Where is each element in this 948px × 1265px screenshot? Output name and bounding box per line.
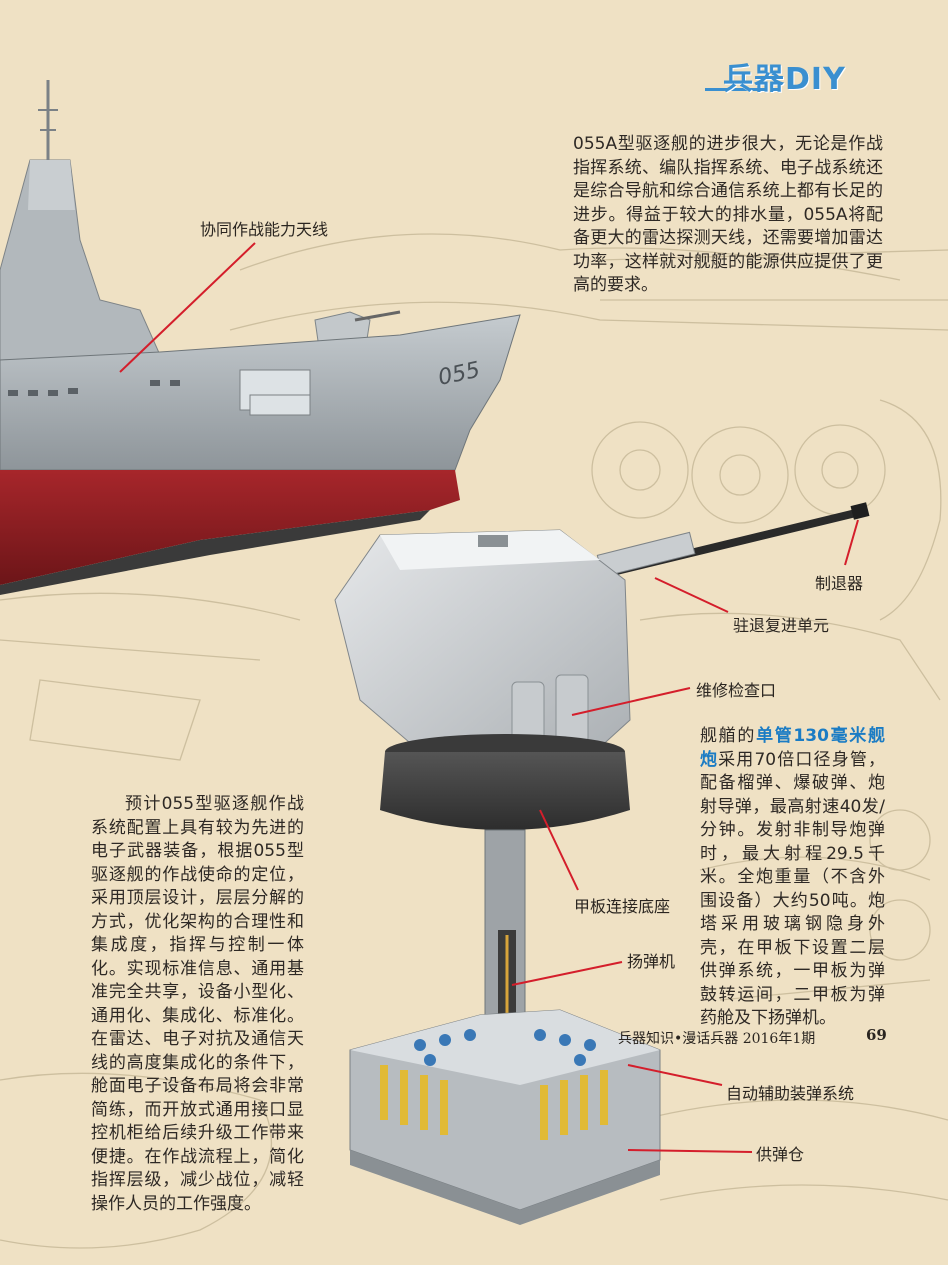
magazine-logo: 兵器DIY: [705, 52, 905, 97]
label-antenna: 协同作战能力天线: [200, 220, 329, 239]
label-deck-base: 甲板连接底座: [574, 897, 671, 916]
logo-underline: [705, 88, 765, 91]
label-autoloader: 自动辅助装弹系统: [726, 1084, 855, 1103]
gun-text-prefix: 舰艏的: [700, 726, 757, 746]
label-magazine: 供弹仓: [756, 1145, 805, 1164]
label-hatch: 维修检查口: [696, 681, 777, 700]
gun-turret-illustration: [334, 502, 870, 1225]
combat-system-paragraph: 预计055型驱逐舰作战系统配置上具有较为先进的电子武器装备，根据055型驱逐舰的…: [91, 794, 304, 1214]
logo-text: 兵器DIY: [723, 62, 846, 97]
destroyer-illustration: 055: [0, 80, 521, 595]
leader-lines: [119, 242, 859, 1153]
intro-paragraph: 055A型驱逐舰的进步很大，无论是作战指挥系统、编队指挥系统、电子战系统还是综合…: [573, 134, 883, 295]
gun-text-body: 采用70倍口径身管，配备榴弹、爆破弹、炮射导弹，最高射速40发/分钟。发射非制导…: [700, 749, 885, 1029]
gun-text-highlight: 单管130毫米舰炮: [700, 726, 885, 770]
label-recoil-unit: 驻退复进单元: [733, 616, 830, 635]
label-hoist: 扬弹机: [627, 952, 676, 971]
page-number: 69: [866, 1026, 887, 1044]
maintenance-hatch-2: [555, 674, 589, 744]
publication-footer: 兵器知识•漫话兵器 2016年1期: [618, 1031, 816, 1047]
gun-description-paragraph: 舰艏的单管130毫米舰炮采用70倍口径身管，配备榴弹、爆破弹、炮射导弹，最高射速…: [700, 725, 885, 1031]
label-muzzle-brake: 制退器: [815, 574, 864, 593]
